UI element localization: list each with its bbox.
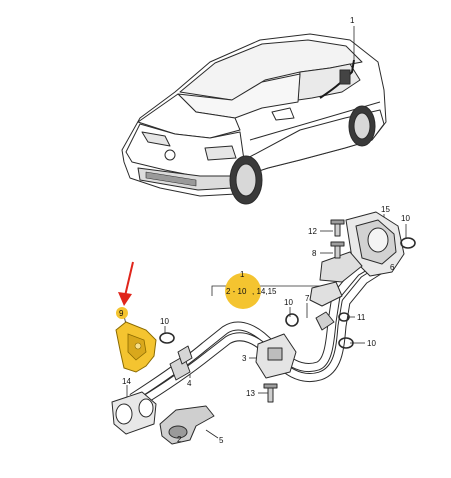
callout-6: 6 [390, 263, 395, 272]
callout-15: 15 [381, 205, 390, 214]
callout-4: 4 [187, 379, 192, 388]
callout-1-range: 2 - 10 [226, 287, 247, 296]
callout-10-left: 10 [160, 317, 169, 326]
callout-10-mid: 10 [284, 298, 293, 307]
wiring-harness [111, 211, 405, 445]
vehicle-illustration [121, 33, 387, 205]
callout-11: 11 [357, 313, 366, 322]
callout-1-highlight [225, 273, 261, 309]
callout-1: 1 [240, 270, 245, 279]
callout-2: 2 [177, 435, 182, 444]
callout-1-car: 1 [350, 16, 355, 25]
callout-8: 8 [312, 249, 317, 258]
callout-10-top-right: 10 [401, 214, 410, 223]
callout-12: 12 [308, 227, 317, 236]
red-arrow-indicator [118, 261, 134, 306]
callout-9-highlight [116, 307, 128, 319]
callout-10-bottom: 10 [367, 339, 376, 348]
callout-14: 14 [122, 377, 131, 386]
cable-ties [159, 237, 416, 349]
callout-13: 13 [246, 389, 255, 398]
callout-3: 3 [242, 354, 247, 363]
highlighted-part-9 [115, 321, 157, 373]
callout-7: 7 [305, 294, 310, 303]
callout-1-extra: , 14,15 [252, 287, 277, 296]
callout-9: 9 [119, 309, 124, 318]
callout-5: 5 [219, 436, 224, 445]
